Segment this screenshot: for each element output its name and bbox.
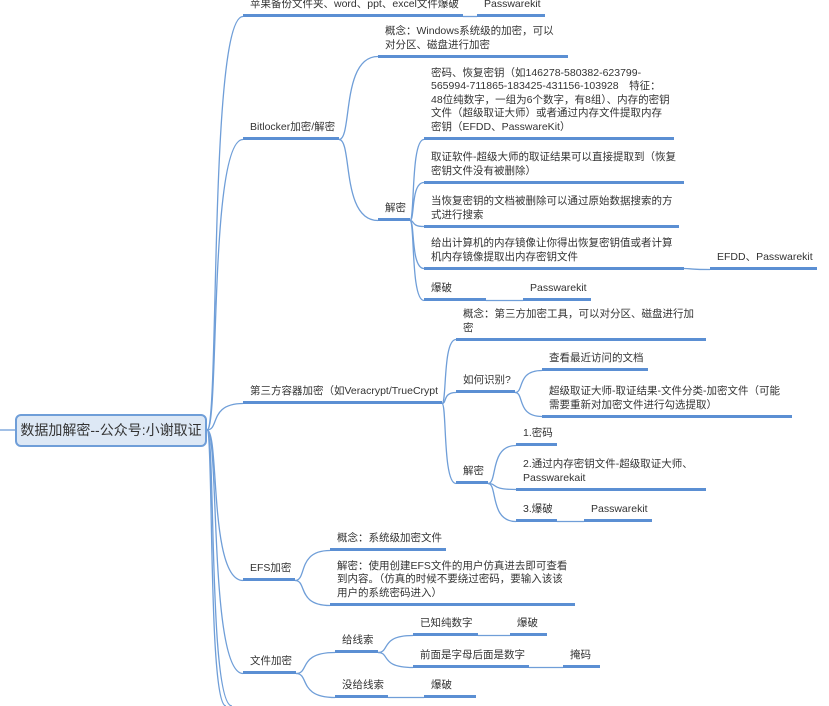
topic-master-encrypted-files[interactable]: 超级取证大师-取证结果-文件分类-加密文件（可能需要重新对加密文件进行勾选提取） bbox=[542, 385, 792, 418]
topic-file-encryption[interactable]: 文件加密 bbox=[243, 655, 296, 674]
topic-no-clue[interactable]: 没给线索 bbox=[335, 679, 388, 698]
topic-third-party-concept[interactable]: 概念：第三方加密工具，可以对分区、磁盘进行加密 bbox=[456, 308, 706, 341]
topic-memory-image[interactable]: 给出计算机的内存镜像让你得出恢复密钥值或者计算机内存镜像提取出内存密钥文件 bbox=[424, 237, 684, 270]
topic-known-digits[interactable]: 已知纯数字 bbox=[413, 617, 478, 636]
topic-efs-concept[interactable]: 概念：系统级加密文件 bbox=[330, 532, 446, 551]
topic-no-clue-brute[interactable]: 爆破 bbox=[424, 679, 476, 698]
topic-bitlocker-decrypt[interactable]: 解密 bbox=[378, 202, 410, 221]
topic-third-party-brute-tool[interactable]: Passwarekit bbox=[584, 503, 652, 522]
connector-file-file_noclue bbox=[295, 672, 336, 699]
root-topic[interactable]: 数据加解密--公众号:小谢取证 bbox=[15, 414, 207, 447]
connector-file-file_clue bbox=[295, 651, 336, 675]
connector-tp_identify-tp_recent bbox=[514, 369, 543, 394]
topic-recovery-key[interactable]: 密码、恢复密钥（如146278-580382-623799-565994-711… bbox=[424, 67, 674, 140]
topic-forensic-extract[interactable]: 取证软件-超级大师的取证结果可以直接提取到（恢复密钥文件没有被删除） bbox=[424, 151, 684, 184]
topic-bitlocker-concept[interactable]: 概念：Windows系统级的加密，可以对分区、磁盘进行加密 bbox=[378, 25, 568, 58]
connector-third-tp_decrypt bbox=[441, 402, 457, 485]
connector-root-third bbox=[206, 402, 244, 431]
topic-deleted-key-search[interactable]: 当恢复密钥的文档被删除可以通过原始数据搜索的方式进行搜索 bbox=[424, 195, 679, 228]
connector-file_clue-file_prefix bbox=[377, 651, 414, 669]
connector-root-efs bbox=[206, 429, 244, 582]
connector-bl_decrypt-bl_key bbox=[409, 138, 425, 222]
topic-third-party-decrypt[interactable]: 解密 bbox=[456, 465, 488, 484]
connector-root-offscreen-2 bbox=[206, 429, 233, 706]
connector-bitlocker-bl_decrypt bbox=[338, 138, 379, 222]
connector-tp_identify-tp_master bbox=[514, 391, 543, 418]
topic-third-party-brute[interactable]: 3.爆破 bbox=[516, 503, 557, 522]
connector-root-offscreen-1 bbox=[206, 429, 227, 706]
connector-tp_decrypt-tp_brute bbox=[487, 482, 517, 523]
connector-tp_decrypt-tp_pw bbox=[487, 444, 517, 485]
connector-bl_decrypt-bl_forensic bbox=[409, 181, 425, 222]
topic-how-to-identify[interactable]: 如何识别? bbox=[456, 374, 515, 393]
topic-password[interactable]: 1.密码 bbox=[516, 427, 557, 446]
connector-efs-efs_decrypt bbox=[294, 579, 331, 607]
connector-bitlocker-bl_concept bbox=[338, 55, 379, 141]
topic-letters-then-digits[interactable]: 前面是字母后面是数字 bbox=[413, 649, 529, 668]
topic-memory-key-file[interactable]: 2.通过内存密钥文件-超级取证大师、Passwarekait bbox=[516, 458, 706, 491]
topic-bitlocker[interactable]: Bitlocker加密/解密 bbox=[243, 121, 340, 140]
topic-efs[interactable]: EFS加密 bbox=[243, 562, 296, 581]
connector-third-tp_concept bbox=[441, 338, 457, 405]
topic-apple-tool[interactable]: Passwarekit bbox=[477, 0, 545, 17]
topic-known-digits-brute[interactable]: 爆破 bbox=[510, 617, 547, 636]
topic-memory-tool[interactable]: EFDD、Passwarekit bbox=[710, 251, 817, 270]
topic-bitlocker-brute[interactable]: 爆破 bbox=[424, 282, 486, 301]
connector-bl_decrypt-bl_brute bbox=[409, 219, 425, 302]
connector-root-file bbox=[206, 429, 244, 675]
topic-efs-decrypt[interactable]: 解密：使用创建EFS文件的用户仿真进去即可查看到内容。（仿真的时候不要绕过密码，… bbox=[330, 560, 575, 606]
topic-third-party-container[interactable]: 第三方容器加密（如Veracrypt/TrueCrypt bbox=[243, 385, 443, 404]
connector-root-bitlocker bbox=[206, 138, 244, 431]
topic-bitlocker-brute-tool[interactable]: Passwarekit bbox=[523, 282, 591, 301]
connector-third-tp_identify bbox=[441, 391, 457, 405]
connector-root-apple bbox=[206, 15, 244, 431]
topic-given-clue[interactable]: 给线索 bbox=[335, 634, 378, 653]
connector-file_clue-file_digits bbox=[377, 634, 414, 654]
connector-bl_memory-bl_memory_tool bbox=[683, 267, 711, 271]
topic-apple-backup[interactable]: 苹果备份文件夹、word、ppt、excel文件爆破 bbox=[243, 0, 463, 17]
connector-efs-efs_concept bbox=[294, 549, 331, 582]
topic-recent-documents[interactable]: 查看最近访问的文档 bbox=[542, 352, 648, 371]
topic-mask-attack[interactable]: 掩码 bbox=[563, 649, 600, 668]
